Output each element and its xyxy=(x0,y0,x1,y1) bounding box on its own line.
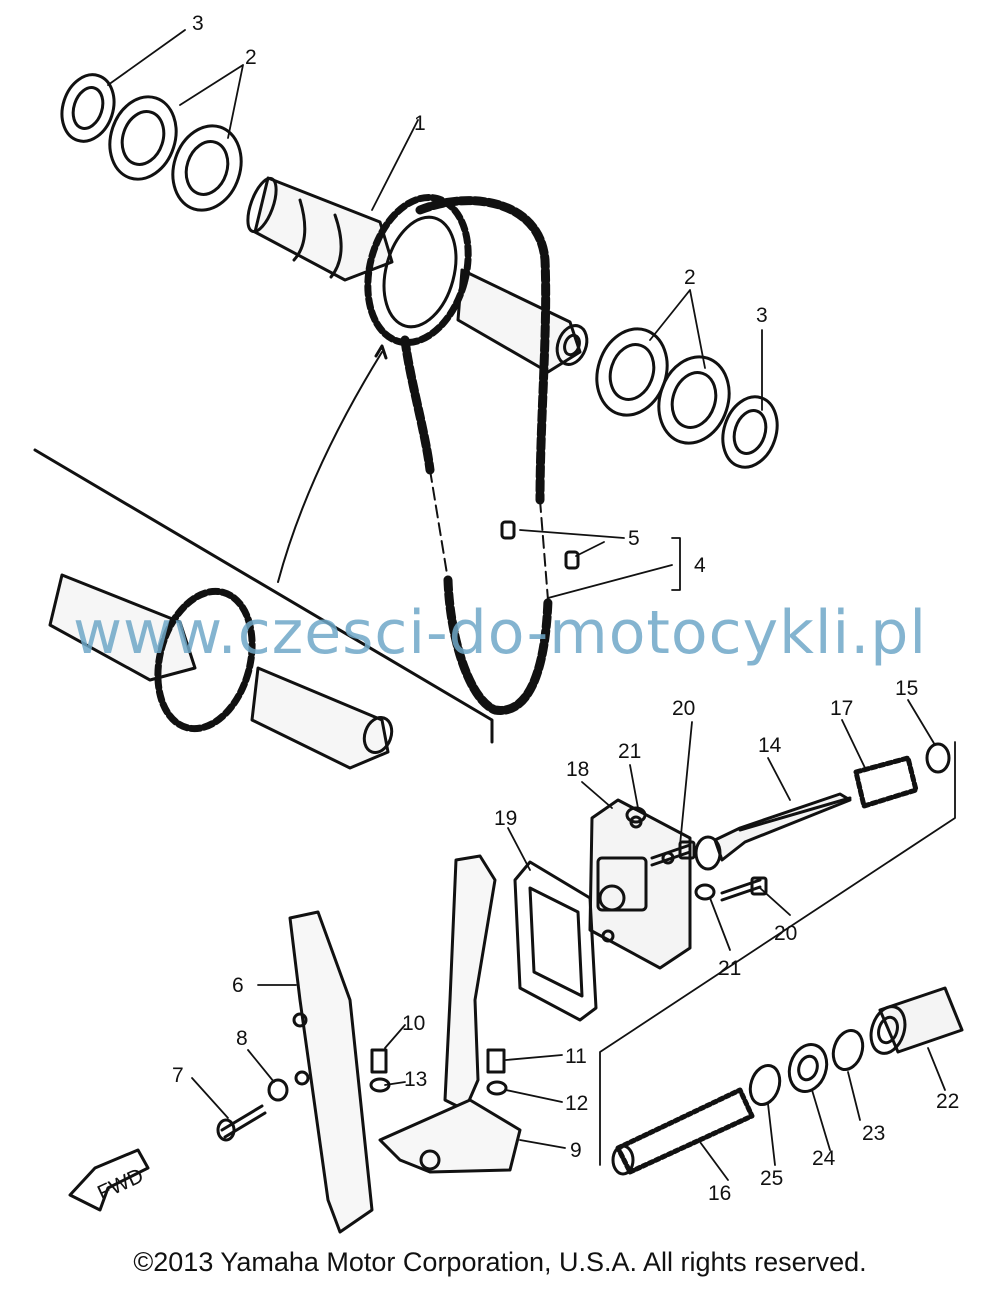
callout-4: 4 xyxy=(694,554,706,577)
callout-3-top-left: 3 xyxy=(192,12,204,35)
callout-13: 13 xyxy=(404,1068,427,1091)
callout-19: 19 xyxy=(494,807,517,830)
callout-11: 11 xyxy=(565,1045,587,1068)
tensioner-spring-top xyxy=(853,755,919,809)
chain-guide-rear xyxy=(378,854,522,1174)
callout-8: 8 xyxy=(236,1027,248,1050)
callout-2-top-left: 2 xyxy=(245,46,257,69)
callout-6: 6 xyxy=(232,974,244,997)
callout-24: 24 xyxy=(812,1147,836,1170)
o-ring-23 xyxy=(831,1028,865,1072)
callout-17: 17 xyxy=(830,697,853,720)
callout-2-right: 2 xyxy=(684,266,696,289)
cap-nut-top xyxy=(925,742,951,774)
callout-7: 7 xyxy=(172,1064,184,1087)
tensioner-gasket xyxy=(513,860,598,1022)
callout-20-bottom: 20 xyxy=(774,922,797,945)
callout-1: 1 xyxy=(414,112,426,135)
callout-14: 14 xyxy=(758,734,782,757)
fwd-label: FWD xyxy=(94,1164,147,1205)
callout-10: 10 xyxy=(402,1012,425,1035)
bolts-guide xyxy=(216,1048,508,1142)
callout-22: 22 xyxy=(936,1090,959,1113)
spring-16 xyxy=(611,1087,755,1176)
callout-5: 5 xyxy=(628,527,640,550)
cam-chain xyxy=(400,196,553,715)
oil-seal-right xyxy=(721,395,779,469)
oil-seal-top-left xyxy=(60,73,116,143)
callout-25: 25 xyxy=(760,1167,783,1190)
callout-9: 9 xyxy=(570,1139,582,1162)
tensioner-rod xyxy=(694,792,852,871)
callout-3-right: 3 xyxy=(756,304,768,327)
bearing-top-left-2 xyxy=(171,124,243,212)
washers-21 xyxy=(625,806,716,901)
copyright-notice: ©2013 Yamaha Motor Corporation, U.S.A. A… xyxy=(133,1247,867,1277)
cam-sprocket xyxy=(364,193,472,347)
callout-23: 23 xyxy=(862,1122,885,1145)
callout-21-bottom: 21 xyxy=(718,957,741,980)
camshaft-top xyxy=(246,176,589,374)
callout-15: 15 xyxy=(895,677,918,700)
bearing-24 xyxy=(787,1043,829,1093)
callout-20-top: 20 xyxy=(672,697,695,720)
callout-18: 18 xyxy=(566,758,589,781)
chain-guide-front xyxy=(288,910,374,1234)
master-link-clips xyxy=(500,520,580,570)
bearing-top-left-1 xyxy=(108,95,178,181)
bearing-right-2 xyxy=(657,355,731,445)
cap-nut-22 xyxy=(869,986,964,1055)
washer-25 xyxy=(748,1063,782,1107)
callout-16: 16 xyxy=(708,1182,731,1205)
inset-camshaft xyxy=(33,344,494,770)
callout-numbers: 3 2 1 2 3 5 4 20 21 14 17 15 18 19 20 21… xyxy=(94,12,959,1205)
bolt-20-bottom xyxy=(720,876,768,902)
bolt-20-top xyxy=(650,840,696,867)
callout-21-top: 21 xyxy=(618,740,641,763)
callout-12: 12 xyxy=(565,1092,588,1115)
leader-lines xyxy=(107,29,956,1181)
bearing-right-1 xyxy=(595,327,669,417)
tensioner-housing xyxy=(588,798,692,970)
fwd-arrow-outline xyxy=(68,1148,150,1212)
